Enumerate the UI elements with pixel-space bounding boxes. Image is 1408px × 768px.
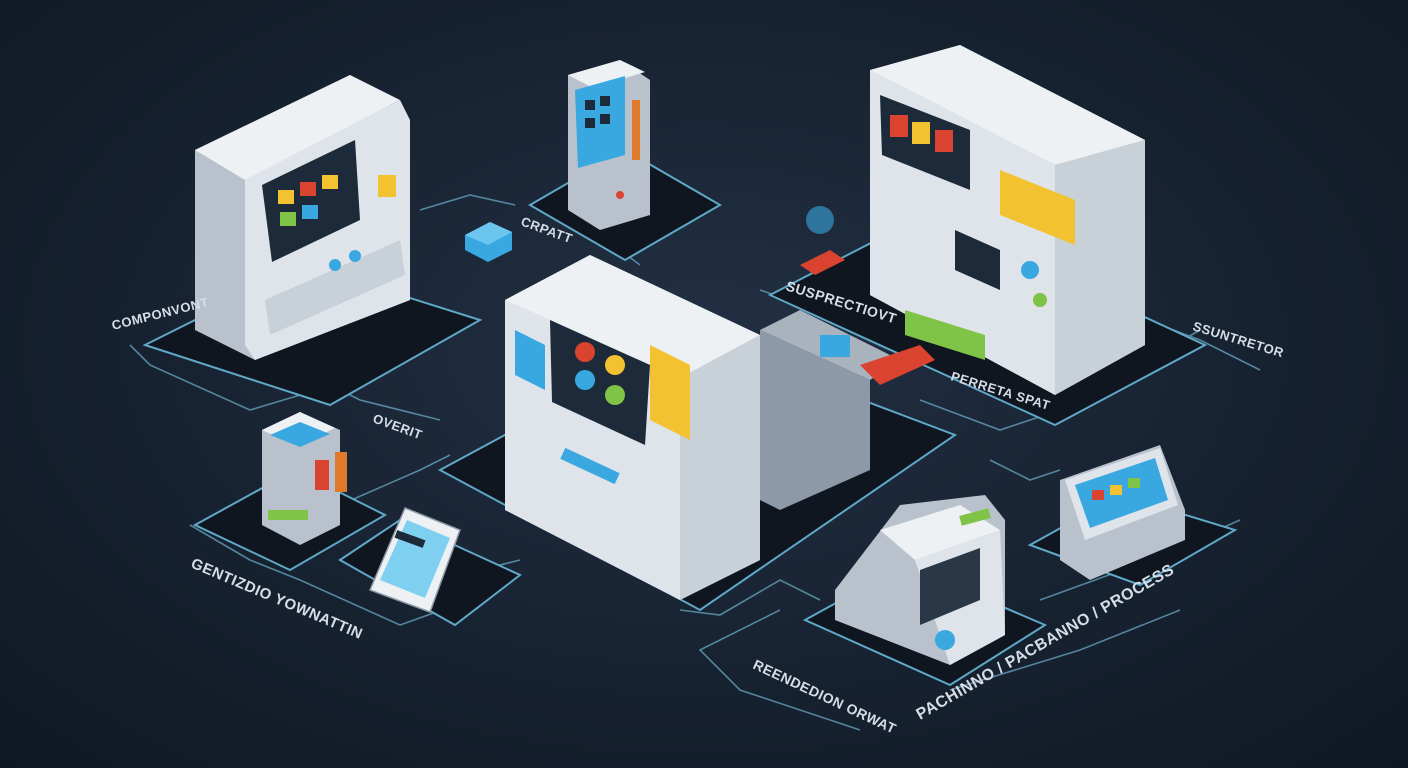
label-sruntreor: SSUNTRETOR <box>1191 319 1286 361</box>
label-overit: OVERIT <box>371 411 424 443</box>
card-reader-unit-icon <box>262 412 347 545</box>
small-module-icon <box>465 222 512 262</box>
card-icon <box>369 507 461 613</box>
label-reendetion: REENDEDION ORWAT <box>751 656 899 736</box>
card-terminal-icon <box>568 60 650 230</box>
display-terminal-icon <box>1060 445 1185 580</box>
printer-unit-icon <box>835 495 1005 665</box>
industrial-unit-icon <box>800 45 1145 395</box>
central-processor-icon <box>505 255 935 600</box>
label-genticon: GENTIZDIO YOWNATTIN <box>188 555 365 643</box>
kiosk-machine-icon <box>195 75 410 360</box>
